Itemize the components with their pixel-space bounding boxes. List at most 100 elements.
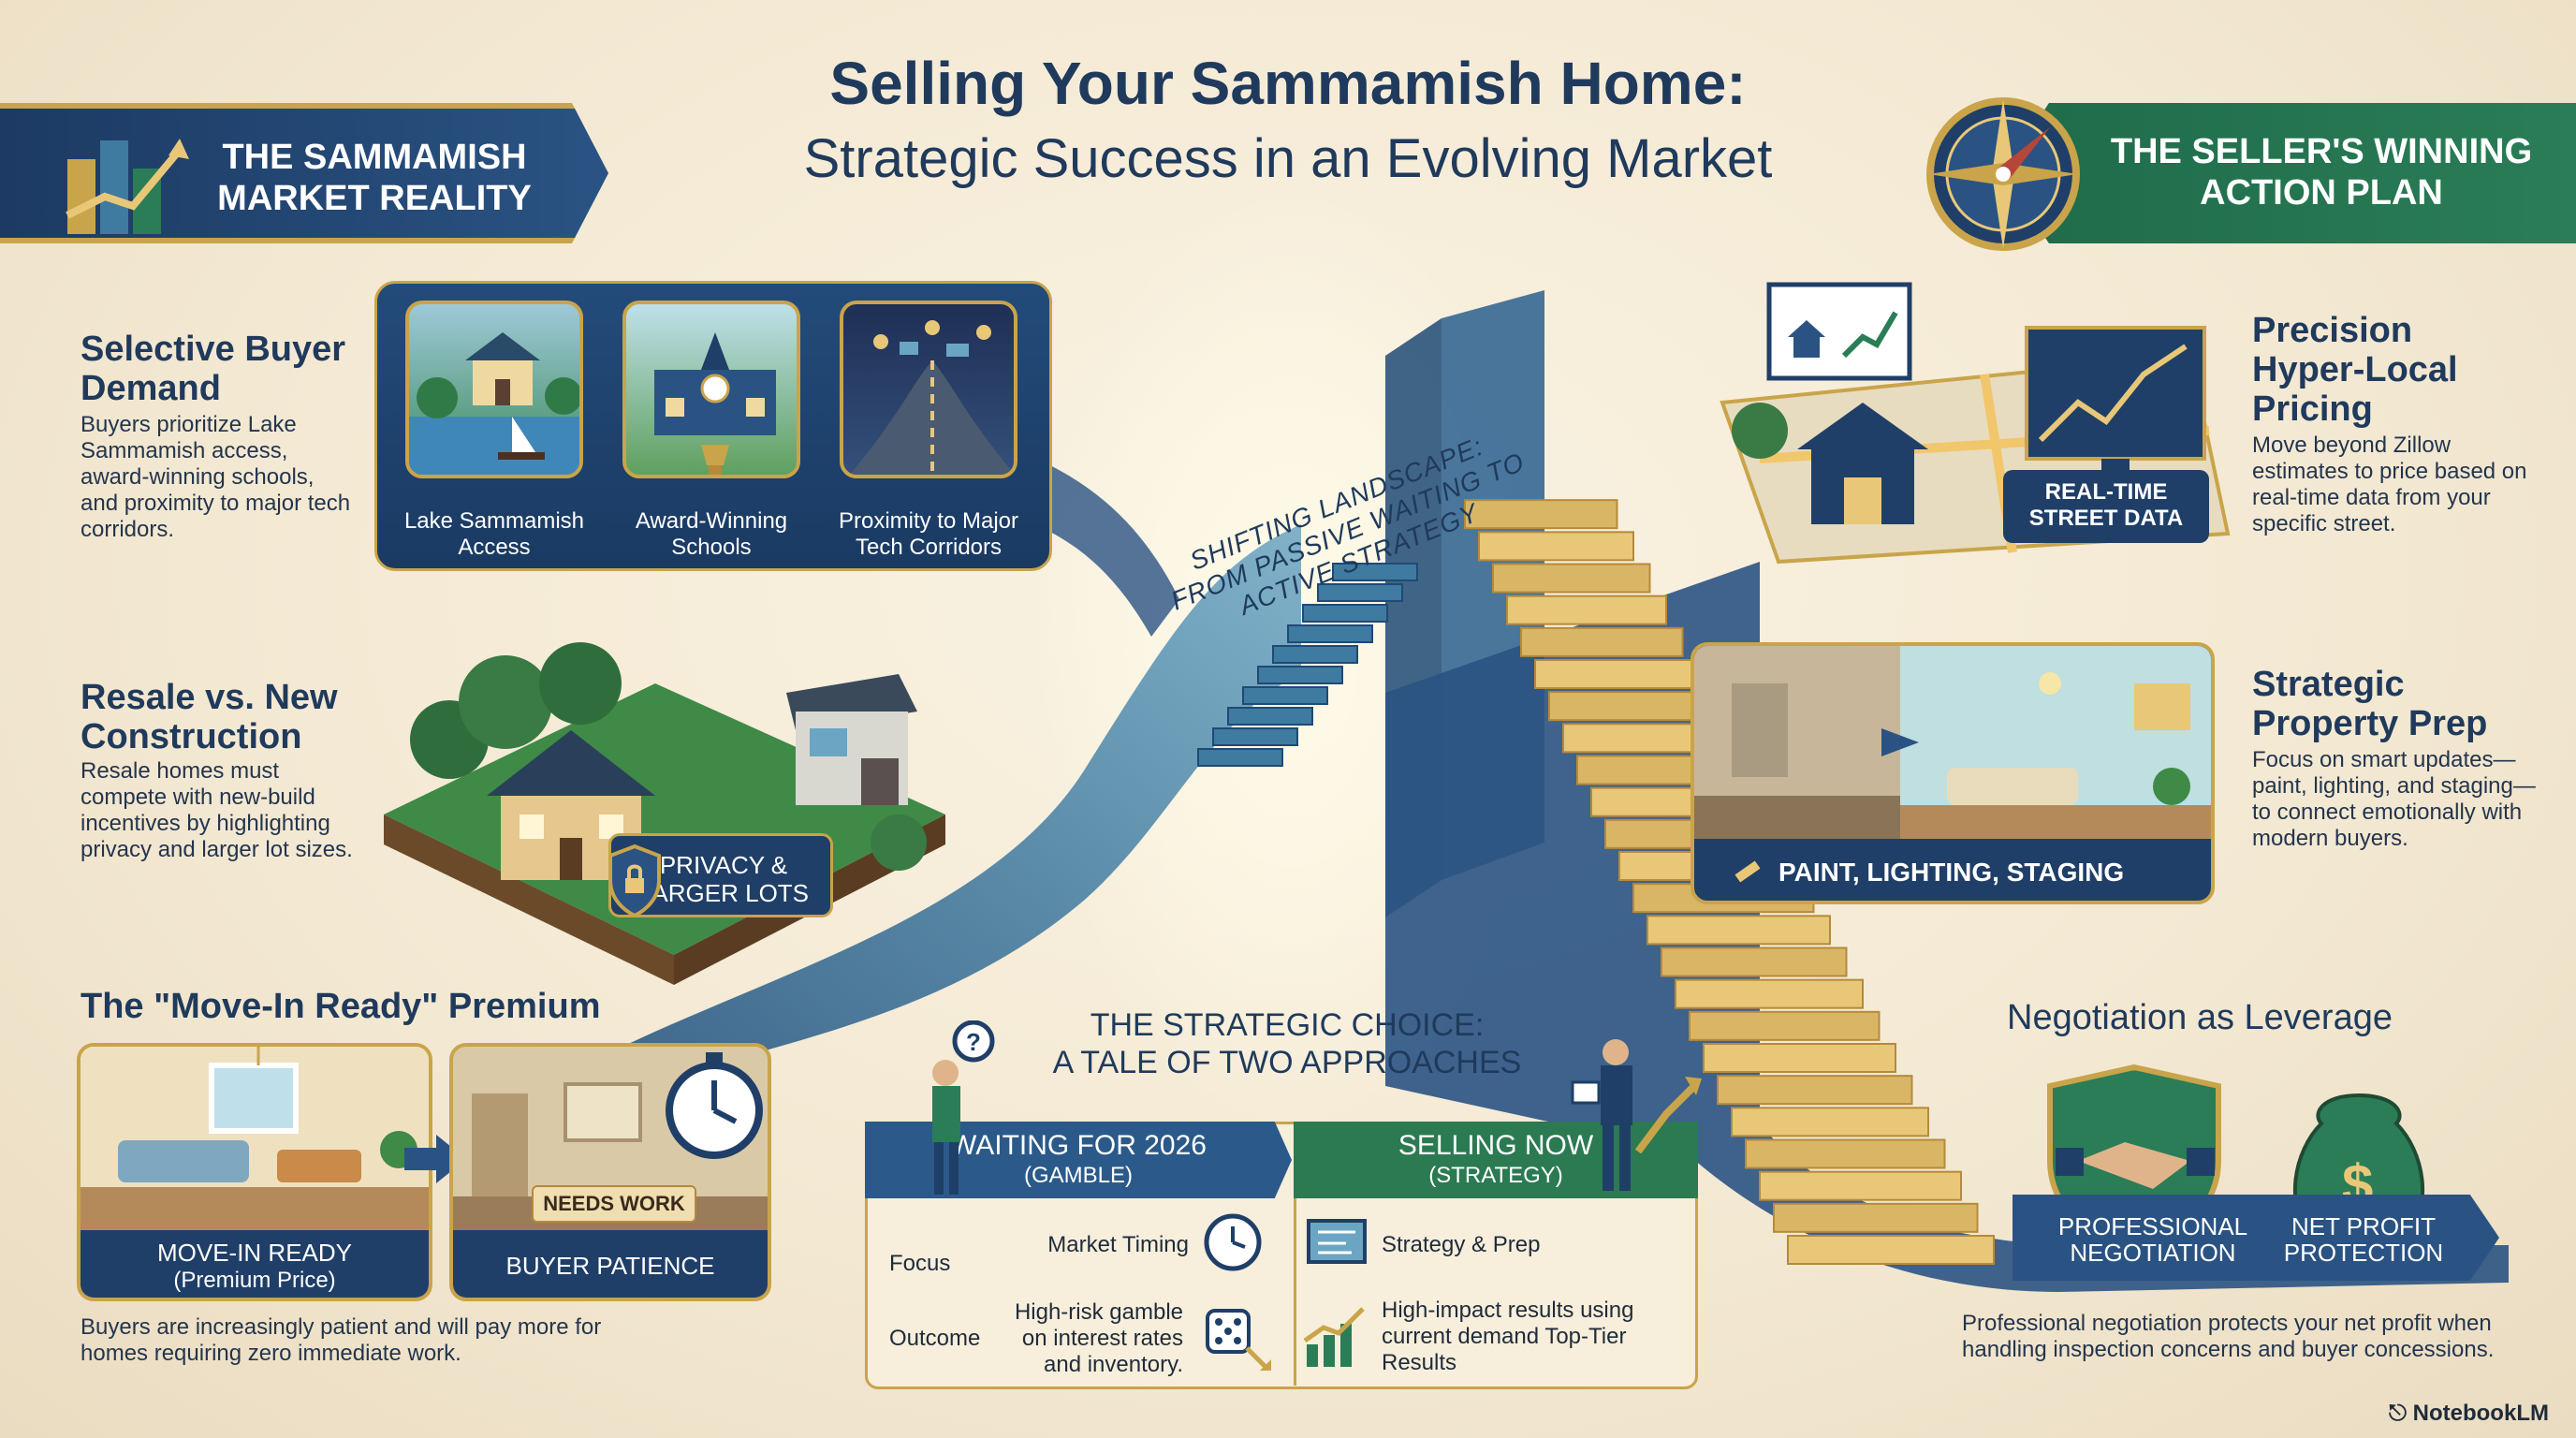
thinking-person-icon: ? [932, 1020, 995, 1195]
resale-heading: Resale vs. New Construction [80, 678, 338, 756]
blueprint-icon [1307, 1219, 1367, 1264]
stair-step [1506, 594, 1667, 625]
stair-step [1787, 1235, 1995, 1265]
needs-work-tag: NEEDS WORK [532, 1185, 696, 1223]
tile-lake-label: Lake Sammamish Access [403, 508, 585, 560]
paintbrush-icon [1734, 860, 1761, 883]
col-waiting-sub: (GAMBLE) [1023, 1163, 1133, 1188]
stair-step [1717, 1075, 1913, 1106]
page-title: Selling Your Sammamish Home: [829, 50, 1747, 117]
buyer-patience-bar: BUYER PATIENCE [453, 1230, 768, 1298]
homes-illustration [384, 642, 945, 985]
small-stair-step [1212, 727, 1298, 746]
stair-step [1534, 659, 1700, 689]
banner-market-reality: THE SAMMAMISH MARKET REALITY [0, 103, 608, 243]
stair-step [1478, 531, 1634, 562]
lake-house-icon [409, 332, 579, 475]
choice-heading-2: A TALE OF TWO APPROACHES [1052, 1045, 1522, 1080]
move-in-heading: The "Move-In Ready" Premium [80, 987, 601, 1026]
col-waiting-title: WAITING FOR 2026 [950, 1130, 1207, 1161]
living-room-icon [80, 1047, 429, 1234]
choice-heading-1: THE STRATEGIC CHOICE: [1090, 1007, 1485, 1043]
stair-step [1661, 946, 1848, 977]
demand-heading: Selective Buyer Demand [80, 330, 346, 408]
table-divider [1294, 1198, 1296, 1386]
page-subtitle: Strategic Success in an Evolving Market [803, 128, 1773, 189]
small-stair-step [1257, 666, 1343, 684]
move-in-card: MOVE-IN READY (Premium Price) [77, 1043, 432, 1301]
banner-left-text: THE SAMMAMISH MARKET REALITY [217, 138, 532, 218]
stair-step [1548, 691, 1717, 722]
svg-text:?: ? [966, 1028, 981, 1056]
demand-body: Buyers prioritize Lake Sammamish access,… [80, 412, 351, 542]
demand-card: Lake Sammamish Access Award-Winning Scho… [374, 281, 1052, 571]
banner-action-plan: THE SELLER'S WINNING ACTION PLAN [2003, 103, 2576, 243]
pricing-body: Move beyond Zillow estimates to price ba… [2252, 433, 2527, 536]
small-stair-step [1197, 748, 1283, 767]
negotiation-body: Professional negotiation protects your n… [1962, 1311, 2495, 1362]
negotiation-label-left: PROFESSIONAL NEGOTIATION [2057, 1212, 2248, 1267]
negotiation-label-right: NET PROFIT PROTECTION [2283, 1212, 2444, 1267]
small-stair-step [1272, 645, 1358, 664]
outcome-right: High-impact results using current demand… [1382, 1298, 1634, 1375]
stair-step [1647, 915, 1831, 946]
street-data-badge: REAL-TIME STREET DATA [2003, 470, 2209, 543]
stair-step [1492, 563, 1651, 594]
stair-step [1745, 1138, 1946, 1169]
tile-school [622, 301, 800, 478]
negotiation-bar: PROFESSIONAL NEGOTIATION NET PROFIT PROT… [2012, 1195, 2499, 1281]
stair-step [1759, 1170, 1962, 1201]
prep-badge: PAINT, LIGHTING, STAGING [1778, 858, 2125, 887]
dice-icon [1206, 1309, 1271, 1371]
stair-step [1520, 626, 1684, 657]
row-outcome-label: Outcome [889, 1326, 981, 1351]
tile-tech-label: Proximity to Major Tech Corridors [838, 508, 1019, 560]
small-stair-step [1332, 563, 1418, 581]
col-header-waiting: WAITING FOR 2026 (GAMBLE) [865, 1122, 1292, 1198]
tile-lake [405, 301, 583, 478]
stopwatch-icon [666, 1052, 763, 1159]
tile-tech [840, 301, 1017, 478]
brand-label: NotebookLM [2412, 1401, 2549, 1426]
growth-chart-icon [1303, 1307, 1365, 1367]
business-person-icon [1571, 1039, 1702, 1191]
privacy-badge-text: PRIVACY & LARGER LOTS [637, 851, 810, 907]
focus-left: Market Timing [1047, 1232, 1189, 1257]
stair-step [1773, 1202, 1979, 1233]
row-focus-label: Focus [889, 1251, 951, 1276]
resale-body: Resale homes must compete with new-build… [80, 758, 353, 862]
negotiation-heading: Negotiation as Leverage [2007, 998, 2393, 1037]
tech-corridor-icon [849, 320, 1014, 475]
map-pricing-illustration [1720, 282, 2231, 565]
buyer-patience-label: BUYER PATIENCE [505, 1252, 715, 1280]
col-selling-title: SELLING NOW [1398, 1130, 1594, 1161]
notebooklm-brand: ⎋ NotebookLM [2389, 1401, 2549, 1427]
small-stair-step [1242, 686, 1328, 705]
notebooklm-icon: ⎋ [2389, 1401, 2413, 1426]
stair-step [1703, 1043, 1896, 1073]
compass-icon [1926, 97, 2080, 251]
stair-step [1675, 978, 1864, 1009]
small-stair-step [1227, 707, 1313, 726]
prep-body: Focus on smart updates—paint, lighting, … [2252, 747, 2536, 851]
clock-icon [1204, 1213, 1262, 1271]
move-in-label: MOVE-IN READY [156, 1239, 353, 1267]
tile-school-label: Award-Winning Schools [635, 508, 788, 560]
focus-right: Strategy & Prep [1382, 1232, 1541, 1257]
needs-work-card: NEEDS WORK BUYER PATIENCE [449, 1043, 771, 1301]
prep-card: PAINT, LIGHTING, STAGING [1690, 642, 2215, 904]
move-in-label-bar: MOVE-IN READY (Premium Price) [80, 1230, 429, 1298]
prep-heading: Strategic Property Prep [2252, 665, 2488, 743]
move-in-body: Buyers are increasingly patient and will… [80, 1314, 602, 1366]
small-stair-step [1302, 604, 1388, 623]
stair-step [1731, 1107, 1929, 1137]
stair-step [1689, 1010, 1881, 1041]
outcome-left: High-risk gamble on interest rates and i… [1014, 1299, 1183, 1377]
col-selling-sub: (STRATEGY) [1428, 1163, 1563, 1188]
premium-price-label: (Premium Price) [173, 1268, 336, 1293]
stair-step [1464, 499, 1618, 530]
school-icon [654, 332, 776, 475]
pricing-heading: Precision Hyper-Local Pricing [2252, 311, 2458, 429]
small-stair-step [1317, 583, 1403, 602]
